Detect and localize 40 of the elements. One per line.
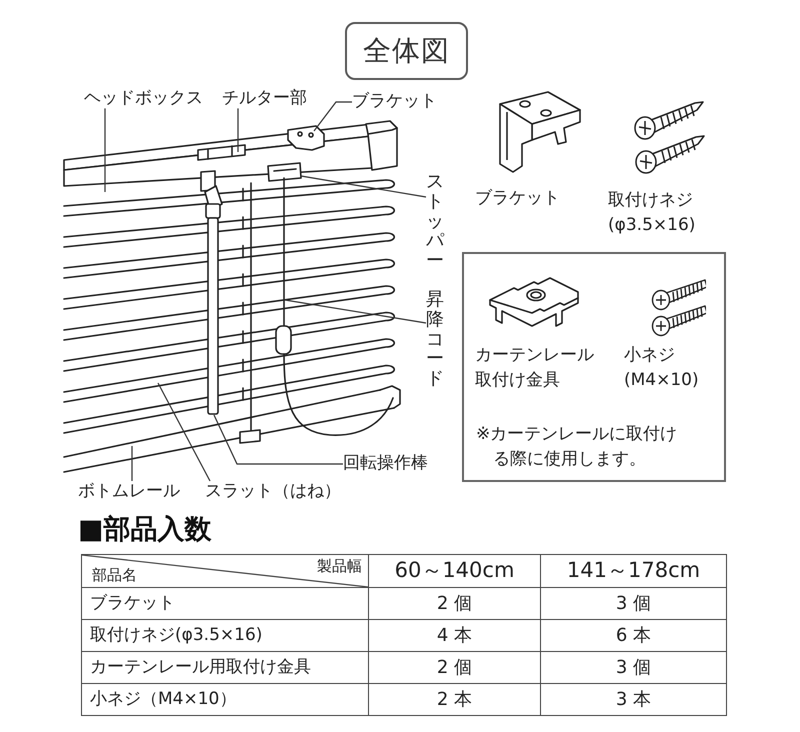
part-label: ヘッドボックス [84,88,203,108]
leader-line [284,299,426,324]
leader-line [131,446,133,481]
column-header: 141～178cm [540,554,726,588]
section-heading: ■部品入数 [78,513,212,547]
part-caption: 取付けネジ(φ3.5×16) [608,189,696,237]
diagram-title: 全体図 [345,22,468,80]
part-name: カーテンレール用取付け金具 [82,652,368,684]
part-label: ブラケット [352,91,437,112]
part-label: ストッパー [426,172,444,271]
quantity: 3 本 [540,684,726,716]
leader-line [237,108,239,152]
part-name: 小ネジ（M4×10） [82,684,368,716]
part-caption: 小ネジ(M4×10) [624,344,700,392]
part-caption: ブラケット [475,187,561,210]
quantity: 3 個 [540,588,726,620]
usage-note: ※カーテンレールに取付ける際に使用します。 [476,423,678,471]
part-label: スラット（はね） [205,481,341,502]
quantity: 6 本 [540,620,726,652]
leader-line [157,382,211,482]
part-label: ボトムレール [78,481,180,502]
column-header: 部品名 [92,568,137,583]
column-header: 60～140cm [368,554,540,588]
part-label: チルター部 [222,88,307,108]
leader-line [314,101,352,132]
leader-line [213,414,343,465]
quantity: 2 個 [368,652,540,684]
leader-line [300,175,426,198]
quantity: 2 個 [368,588,540,620]
part-caption: カーテンレール取付け金具 [475,344,595,392]
part-name: ブラケット [82,588,368,620]
part-name: 取付けネジ(φ3.5×16) [82,620,368,652]
leader-line [104,108,106,192]
accessory-panel [462,252,726,482]
column-header: 製品幅 [317,559,362,574]
quantity: 2 本 [368,684,540,716]
quantity: 3 個 [540,652,726,684]
quantity: 4 本 [368,620,540,652]
part-label: 回転操作棒 [343,453,428,474]
part-label: 昇降コード [426,290,444,389]
